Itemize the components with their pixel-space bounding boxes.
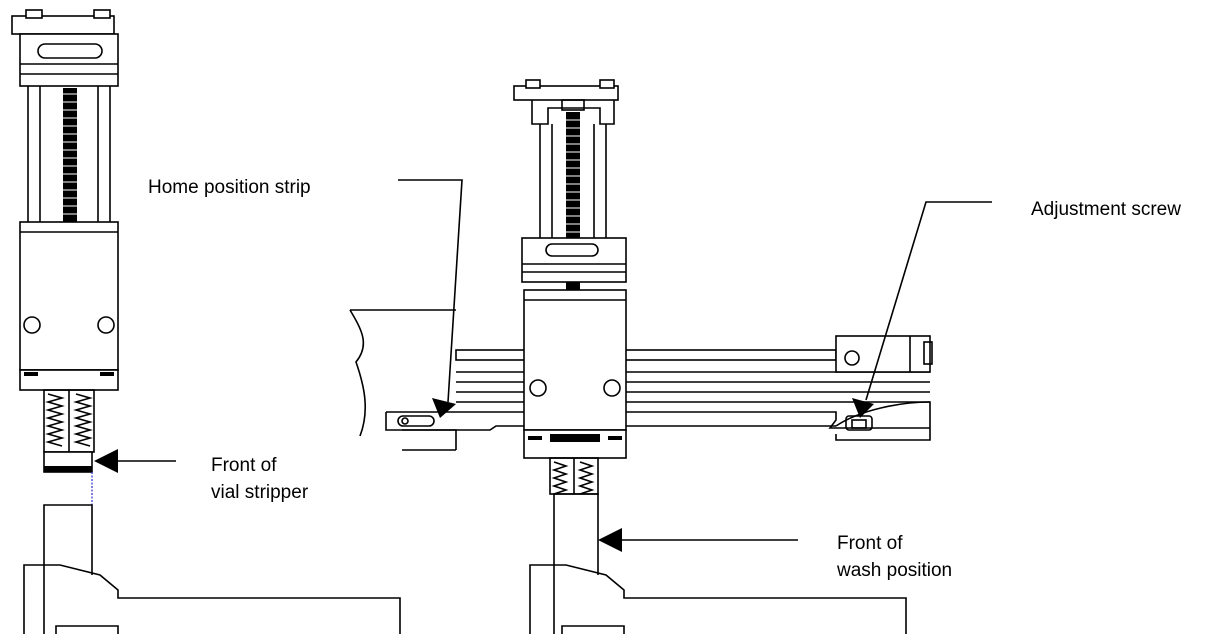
right-spring-assembly: [549, 457, 599, 495]
front-vial-stripper-pointer: [94, 449, 176, 473]
left-carriage-block: [19, 221, 119, 391]
left-injector-assembly: [11, 9, 401, 634]
horizontal-arm: [349, 309, 933, 451]
right-injector-assembly: [349, 79, 933, 634]
vial-stripper: [43, 451, 93, 473]
left-top-cap: [11, 9, 119, 87]
front-wash-position-label-line1: Front of: [837, 533, 903, 554]
right-guide-rails: [539, 112, 607, 238]
home-position-strip-pointer: [398, 179, 463, 418]
wash-station-base: [529, 493, 907, 634]
front-vial-stripper-label-line1: Front of: [211, 455, 277, 476]
front-vial-stripper-label-line2: vial stripper: [211, 482, 309, 503]
adjustment-screw-label: Adjustment screw: [1031, 199, 1181, 220]
front-wash-position-pointer: [598, 528, 798, 552]
left-base: [23, 504, 401, 634]
front-wash-position-label-line2: wash position: [837, 560, 953, 581]
left-guide-rails: [27, 86, 111, 222]
left-spring-assembly: [43, 389, 95, 453]
right-top-cap: [513, 79, 619, 125]
home-position-strip-label: Home position strip: [148, 177, 311, 198]
adjustment-screw-pointer: [852, 201, 992, 418]
right-carriage-block: [523, 289, 627, 459]
right-upper-plate: [521, 237, 627, 290]
